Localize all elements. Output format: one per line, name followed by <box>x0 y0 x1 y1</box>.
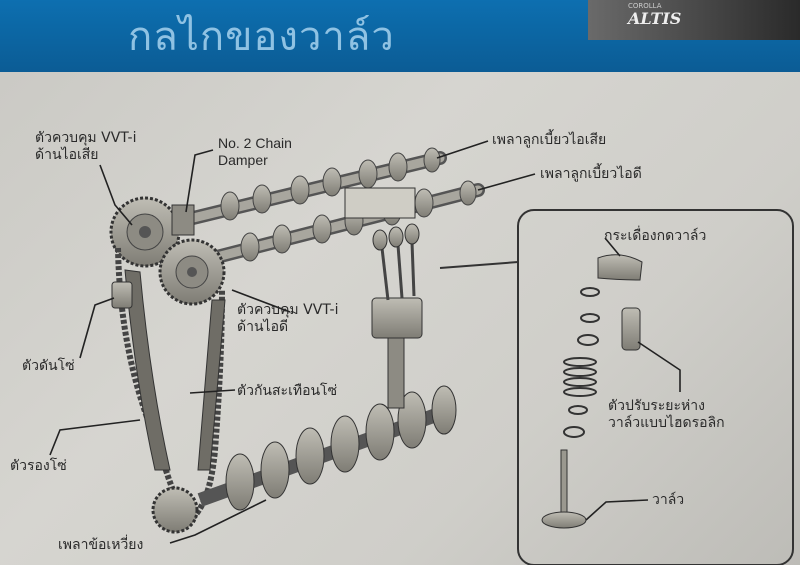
label-vvt-exhaust-line2: ด้านไอเสีย <box>35 147 99 163</box>
label-crankshaft: เพลาข้อเหวี่ยง <box>58 537 144 553</box>
label-chain-guide: ตัวรองโซ่ <box>10 458 67 474</box>
page-title: กลไกของวาล์ว <box>128 14 395 60</box>
label-lash-adjuster: ตัวปรับระยะห่าง วาล์วแบบไฮดรอลิก <box>608 398 725 432</box>
label-chain-damper-line1: No. 2 Chain <box>218 135 292 151</box>
valve-spring-illustration <box>563 287 600 438</box>
inset-box <box>517 209 794 565</box>
valve-illustration <box>541 449 587 529</box>
label-chain-damper: No. 2 Chain Damper <box>218 135 292 169</box>
label-chain-vibration-damper: ตัวกันสะเทือนโซ่ <box>237 383 338 399</box>
valve-group-illustration <box>344 187 420 301</box>
label-valve: วาล์ว <box>652 492 685 508</box>
label-rocker-arm: กระเดื่องกดวาล์ว <box>604 228 707 244</box>
intake-camshaft-illustration <box>198 180 485 267</box>
label-chain-damper-line2: Damper <box>218 152 268 168</box>
inset-connector-line <box>439 261 519 269</box>
lash-adjuster-illustration <box>621 307 641 351</box>
chain-damper-illustration <box>171 204 195 236</box>
label-exhaust-camshaft: เพลาลูกเบี้ยวไอเสีย <box>492 132 607 148</box>
label-vvt-exhaust: ตัวควบคุม VVT-i ด้านไอเสีย <box>35 130 136 164</box>
vvt-exhaust-gear-illustration <box>109 196 181 268</box>
label-vvt-intake-line1: ตัวควบคุม VVT-i <box>237 302 339 318</box>
vvt-intake-gear-illustration <box>158 238 226 306</box>
label-vvt-intake: ตัวควบคุม VVT-i ด้านไอดี <box>237 302 338 336</box>
label-vvt-intake-line2: ด้านไอดี <box>237 319 289 335</box>
chain-guide-illustration <box>124 269 171 471</box>
rocker-arm-illustration <box>597 254 643 281</box>
label-intake-camshaft: เพลาลูกเบี้ยวไอดี <box>540 166 642 182</box>
chain-vibration-damper-illustration <box>197 299 226 471</box>
leader-lines <box>49 140 681 544</box>
exhaust-camshaft-illustration <box>178 147 447 227</box>
label-chain-tensioner: ตัวดันโซ่ <box>22 358 75 374</box>
crank-sprocket-illustration <box>151 486 199 534</box>
piston-illustration <box>371 297 423 409</box>
corolla-altis-logo: COROLLA ALTIS <box>588 0 800 40</box>
logo-small-text: COROLLA <box>628 2 662 10</box>
title-banner: กลไกของวาล์ว COROLLA ALTIS <box>0 0 800 72</box>
logo-brand-text: ALTIS <box>628 9 682 28</box>
label-lash-adjuster-line2: วาล์วแบบไฮดรอลิก <box>608 415 725 431</box>
crankshaft-illustration <box>197 385 457 511</box>
label-vvt-exhaust-line1: ตัวควบคุม VVT-i <box>35 130 137 146</box>
chain-tensioner-illustration <box>111 281 133 309</box>
label-lash-adjuster-line1: ตัวปรับระยะห่าง <box>608 398 705 414</box>
